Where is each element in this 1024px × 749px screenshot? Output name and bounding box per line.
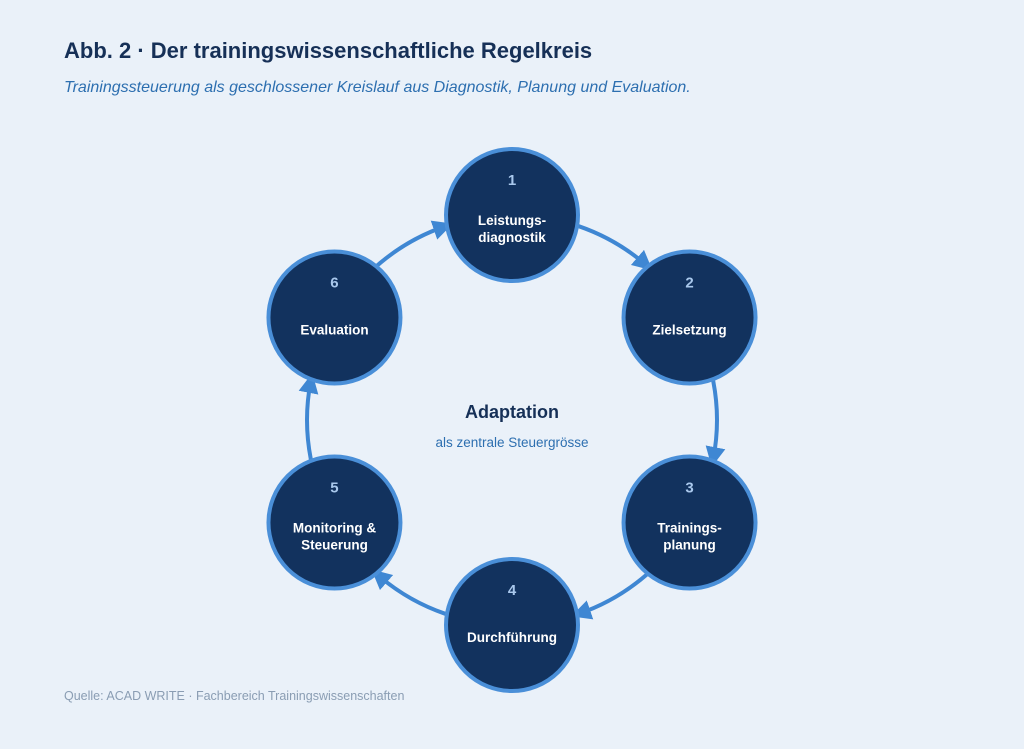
node-label-line: Steuerung [301,538,368,553]
node-label-line: Durchführung [467,630,557,645]
node-label-line: diagnostik [478,230,546,245]
cycle-arrow-5-to-6 [298,373,319,462]
cycle-arrows [298,220,726,620]
node-number: 1 [508,172,516,189]
cycle-arrow-2-to-3 [705,378,726,467]
cycle-arrow-3-to-4 [571,572,649,620]
node-circle [444,147,580,283]
center-title: Adaptation [465,402,559,422]
node-label-line: Zielsetzung [652,323,726,338]
node-circle [621,454,758,591]
node-circle [266,249,403,386]
node-circle [621,249,758,386]
center-subtitle: als zentrale Steuergrösse [435,435,588,450]
node-number: 3 [685,480,693,497]
node-label-line: Leistungs- [478,213,546,228]
cycle-arrow-4-to-5 [371,569,448,616]
node-circle [444,557,580,693]
node-circle [266,454,403,591]
cycle-arrow-6-to-1 [375,220,453,268]
node-label-line: Monitoring & [293,521,376,536]
node-label-line: planung [663,538,716,553]
node-number: 2 [685,275,693,292]
page-subtitle: Trainingssteuerung als geschlossener Kre… [64,79,691,96]
node-number: 4 [508,582,517,599]
source-note: Quelle: ACAD WRITE · Fachbereich Trainin… [64,689,405,703]
node-number: 5 [330,480,338,497]
node-label-line: Evaluation [300,323,368,338]
cycle-arrow-1-to-2 [576,224,653,271]
node-number: 6 [330,275,338,292]
page-title: Abb. 2 · Der trainingswissenschaftliche … [64,38,593,63]
node-label-line: Trainings- [657,521,722,536]
